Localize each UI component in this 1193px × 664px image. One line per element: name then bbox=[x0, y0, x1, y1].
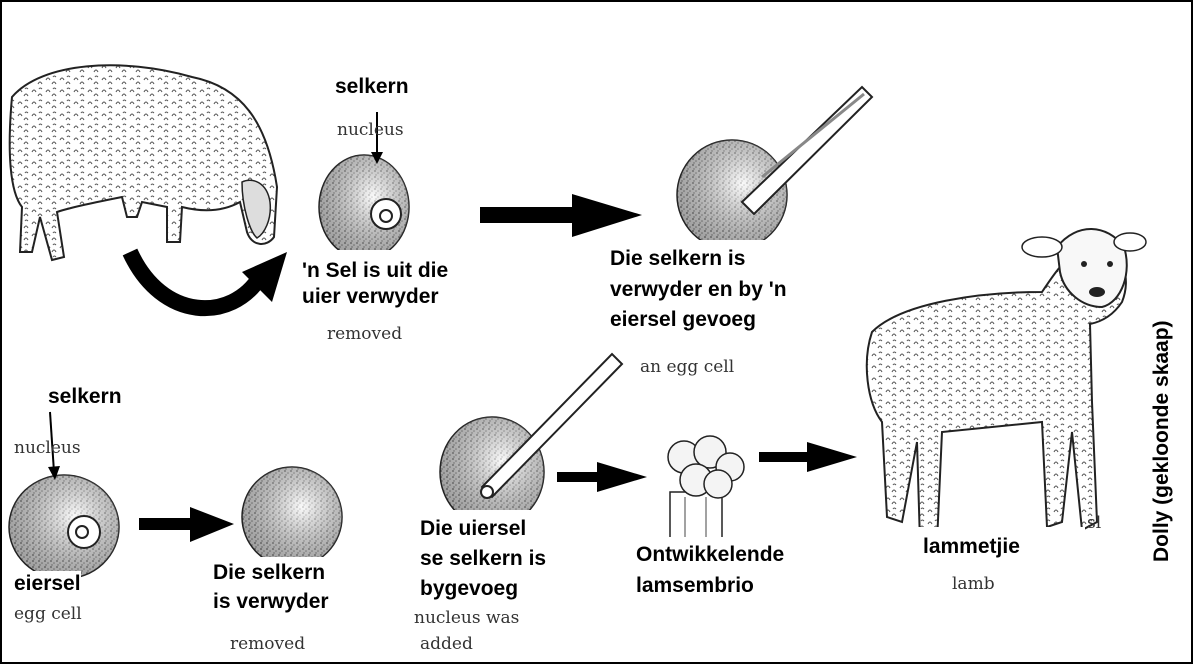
label-selkern-bottom: selkern bbox=[48, 384, 122, 410]
label-udder-nucleus-added: Die uiersel se selkern is bygevoeg bbox=[410, 510, 590, 608]
enucleated-egg-illustration bbox=[242, 467, 342, 567]
label-nucleus-removed-added: Die selkern is verwyder en by 'n eiersel… bbox=[600, 240, 810, 338]
english-nucleus-top: nucleus bbox=[337, 120, 404, 140]
lamb-illustration bbox=[867, 229, 1146, 542]
english-removed-top: removed bbox=[327, 324, 402, 344]
english-added: added bbox=[420, 634, 473, 654]
label-line: lamsembrio bbox=[636, 573, 754, 599]
label-line: Die selkern bbox=[213, 560, 325, 586]
label-developing-embryo: Ontwikkelende lamsembrio bbox=[626, 537, 846, 607]
label-line: Ontwikkelende bbox=[636, 542, 784, 568]
english-egg-cell: egg cell bbox=[14, 604, 82, 624]
english-sl: sl bbox=[1087, 513, 1101, 533]
egg-cell-illustration bbox=[9, 475, 119, 579]
adult-sheep-illustration bbox=[10, 65, 277, 260]
cell-with-pipette-bottom bbox=[440, 354, 622, 527]
label-lammetjie: lammetjie bbox=[923, 534, 1020, 560]
curved-arrow bbox=[130, 252, 260, 308]
label-line: bygevoeg bbox=[420, 576, 518, 602]
english-lamb: lamb bbox=[952, 574, 995, 594]
english-removed-bottom: removed bbox=[230, 634, 305, 654]
label-udder-cell-removed: 'n Sel is uit die uier verwyder bbox=[292, 250, 477, 320]
cell-with-pipette-top bbox=[677, 87, 872, 250]
label-line: 'n Sel is uit die bbox=[302, 258, 448, 284]
label-dolly: Dolly (gekloonde skaap) bbox=[1150, 320, 1174, 562]
label-line: verwyder en by 'n bbox=[610, 277, 787, 303]
embryo-illustration bbox=[668, 436, 744, 542]
label-eiersel: eiersel bbox=[14, 571, 81, 597]
english-an-egg-cell: an egg cell bbox=[640, 357, 734, 377]
label-line: is verwyder bbox=[213, 589, 329, 615]
english-nucleus-bottom: nucleus bbox=[14, 438, 81, 458]
udder-cell-illustration bbox=[319, 155, 409, 259]
label-line: Die selkern is bbox=[610, 246, 745, 272]
label-nucleus-removed: Die selkern is verwyder bbox=[205, 557, 370, 621]
label-line: uier verwyder bbox=[302, 284, 439, 310]
label-selkern-top: selkern bbox=[335, 74, 409, 100]
label-lamb-box: lammetjie bbox=[905, 527, 1085, 567]
label-line: se selkern is bbox=[420, 546, 546, 572]
label-line: eiersel gevoeg bbox=[610, 307, 756, 333]
label-line: Die uiersel bbox=[420, 516, 526, 542]
english-nucleus-was: nucleus was bbox=[414, 608, 519, 628]
